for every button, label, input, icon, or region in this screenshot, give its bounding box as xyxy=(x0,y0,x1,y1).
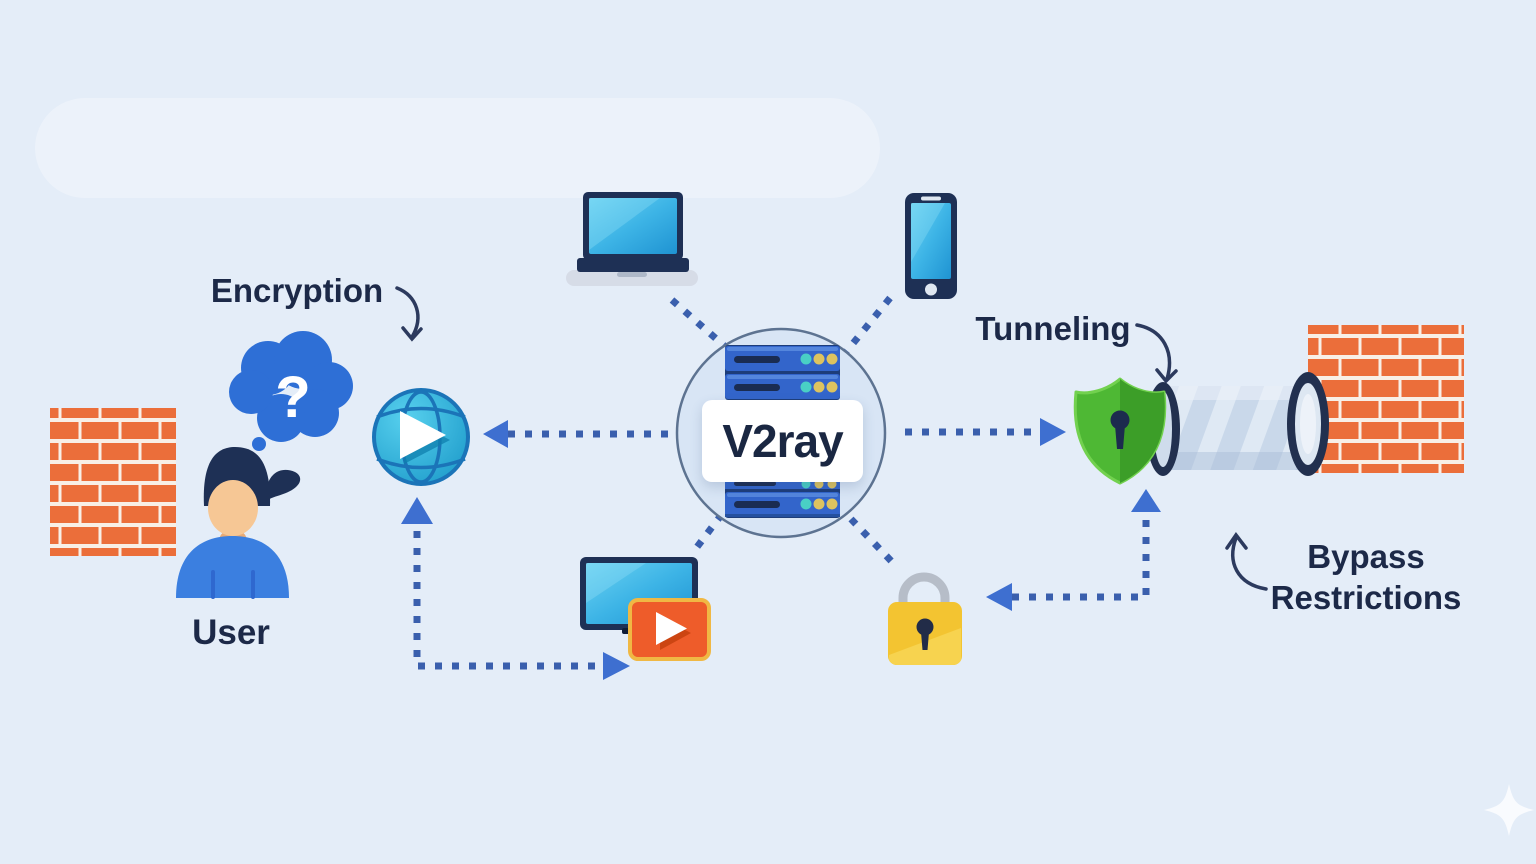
play-icon xyxy=(400,411,446,459)
annotation-arrows xyxy=(395,286,1268,591)
tunneling-arrow xyxy=(1135,323,1172,381)
arrowhead-up-shield xyxy=(1131,489,1161,512)
background-highlight-blob xyxy=(35,98,880,198)
connector-elbow-globe-video xyxy=(413,531,598,670)
arrowhead-left-globe xyxy=(483,420,508,448)
video-play-card xyxy=(628,598,711,661)
video-monitor-icon xyxy=(580,557,711,661)
bypass-arrow xyxy=(1231,536,1268,591)
padlock-icon xyxy=(888,572,962,665)
bypass-line1: Bypass xyxy=(1307,538,1425,575)
tunneling-label: Tunneling xyxy=(975,310,1131,347)
encryption-label: Encryption xyxy=(210,272,384,309)
arrowheads xyxy=(401,418,1161,680)
v2ray-title: V2ray xyxy=(722,415,843,467)
encryption-arrow xyxy=(395,286,420,339)
firewall-right-icon xyxy=(1308,325,1464,473)
shield-keyhole-icon xyxy=(1073,377,1167,485)
arrowhead-left-padlock xyxy=(986,583,1012,611)
connector-phone-to-server xyxy=(843,295,893,355)
connector-elbow-shield-padlock xyxy=(1012,520,1150,601)
bypass-line2: Restrictions xyxy=(1270,579,1462,616)
globe-play-icon xyxy=(372,388,470,486)
person-icon xyxy=(176,447,301,599)
arrowhead-right-video xyxy=(603,652,630,680)
user-label: User xyxy=(192,613,270,652)
server-stack-icon xyxy=(725,345,840,518)
arrowhead-up-globe xyxy=(401,497,433,524)
smartphone-icon xyxy=(905,193,957,299)
v2ray-label-card: V2ray xyxy=(702,400,863,482)
firewall-left-icon xyxy=(50,408,176,556)
bypass-restrictions-label: Bypass Restrictions xyxy=(1271,536,1462,618)
connector-server-to-padlock xyxy=(848,516,899,569)
arrowhead-right-shield xyxy=(1040,418,1066,446)
sparkle-icon xyxy=(1484,784,1534,836)
question-mark-text: ? xyxy=(275,365,310,430)
question-cloud-icon: ? xyxy=(229,331,353,463)
connector-server-to-video xyxy=(694,511,725,550)
laptop-icon xyxy=(566,192,698,286)
tunnel-pipe-icon xyxy=(1146,372,1329,476)
